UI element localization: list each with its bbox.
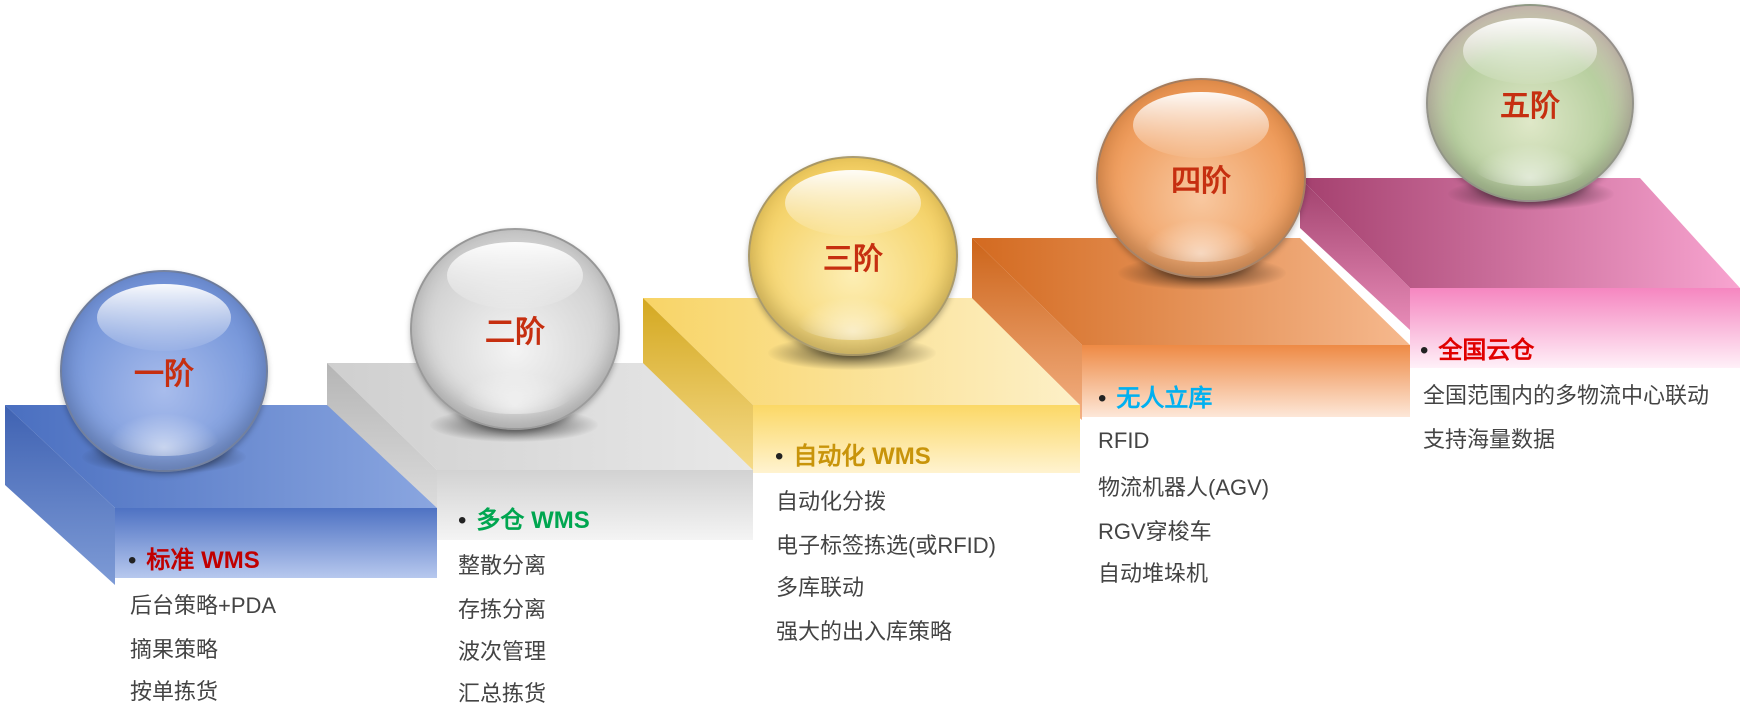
stage-title-text: 无人立库 xyxy=(1116,385,1213,412)
feature-item: 存拣分离 xyxy=(458,597,547,622)
level-label: 三阶 xyxy=(823,243,883,276)
level-label: 五阶 xyxy=(1500,90,1560,123)
feature-item: 物流机器人(AGV) xyxy=(1098,475,1270,500)
level-ball-1: 一阶 xyxy=(60,270,268,472)
step-5-top xyxy=(1300,178,1740,288)
feature-item: RFID xyxy=(1098,428,1150,453)
feature-item: 后台策略+PDA xyxy=(130,593,277,618)
step-5-front xyxy=(1410,288,1740,368)
step-3-front xyxy=(753,405,1080,473)
bullet-icon: • xyxy=(1420,337,1429,364)
level-label: 四阶 xyxy=(1171,165,1231,198)
step-4-top xyxy=(972,238,1410,345)
level-label: 二阶 xyxy=(485,316,545,349)
feature-item: 自动堆垛机 xyxy=(1098,561,1209,586)
step-3-side xyxy=(643,298,753,475)
step-5-side xyxy=(1300,178,1410,330)
bullet-icon: • xyxy=(458,507,467,534)
stage-title-text: 全国云仓 xyxy=(1438,337,1535,364)
feature-item: 全国范围内的多物流中心联动 xyxy=(1423,383,1710,408)
stage-title-text: 多仓 WMS xyxy=(476,507,590,534)
bullet-icon: • xyxy=(128,547,137,574)
feature-item: 自动化分拨 xyxy=(776,489,887,514)
feature-item: 按单拣货 xyxy=(130,679,219,704)
feature-item: 汇总拣货 xyxy=(458,681,547,706)
feature-item: 多库联动 xyxy=(776,575,865,600)
step-1-side xyxy=(5,405,115,585)
step-2-front xyxy=(437,470,753,540)
bullet-icon: • xyxy=(1098,385,1107,412)
feature-item: 整散分离 xyxy=(458,553,547,578)
feature-item: RGV穿梭车 xyxy=(1098,519,1212,544)
feature-item: 支持海量数据 xyxy=(1423,427,1556,452)
level-ball-3: 三阶 xyxy=(748,156,958,356)
level-ball-4: 四阶 xyxy=(1096,78,1306,278)
stage-title-text: 标准 WMS xyxy=(146,547,260,574)
level-label: 一阶 xyxy=(134,358,194,391)
step-4-front xyxy=(1082,345,1410,417)
stage-title: • 自动化 WMS xyxy=(775,436,931,471)
level-ball-2: 二阶 xyxy=(410,228,620,430)
feature-item: 波次管理 xyxy=(458,639,547,664)
feature-item: 电子标签拣选(或RFID) xyxy=(776,533,996,558)
bullet-icon: • xyxy=(775,443,784,470)
level-ball-5: 五阶 xyxy=(1426,4,1634,202)
stage-title-text: 自动化 WMS xyxy=(793,443,931,470)
feature-item: 摘果策略 xyxy=(130,637,219,662)
step-1-front xyxy=(115,508,437,578)
step-4-side xyxy=(972,238,1082,420)
stage-title: • 多仓 WMS xyxy=(458,500,590,535)
stage-title: • 全国云仓 xyxy=(1420,330,1534,365)
feature-item: 强大的出入库策略 xyxy=(776,619,953,644)
stage-title: • 标准 WMS xyxy=(128,540,260,575)
stage-title: • 无人立库 xyxy=(1098,378,1212,413)
